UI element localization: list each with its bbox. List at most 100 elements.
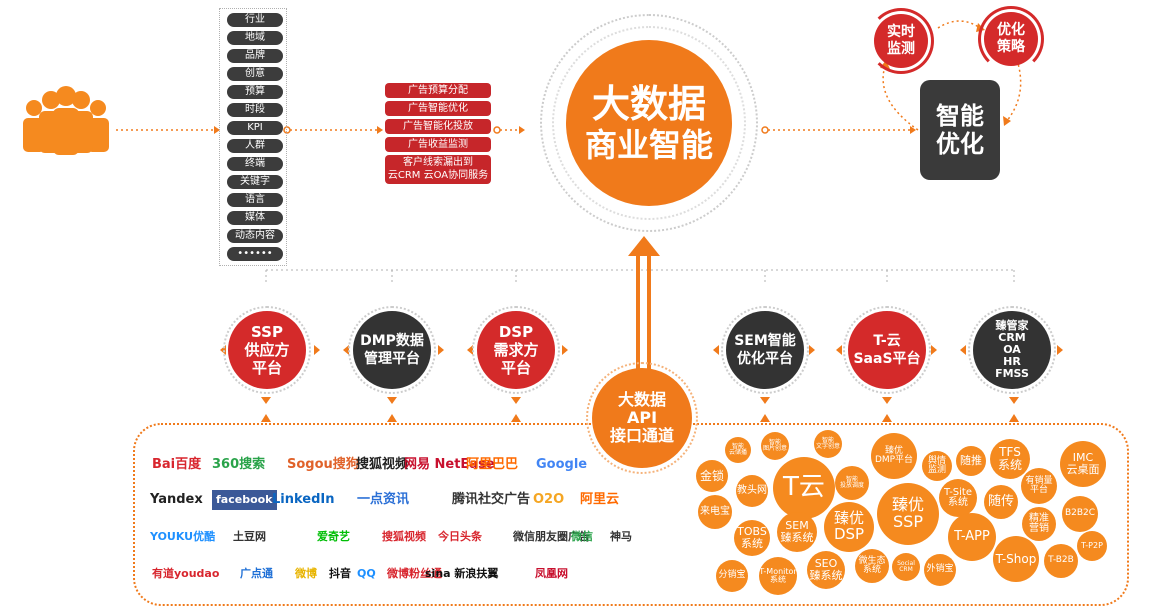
product-bubble: T-B2B (1044, 544, 1078, 578)
dimension-item: 语言 (227, 193, 283, 207)
partner-logo: 有道youdao (152, 567, 220, 580)
product-bubble: T-Site 系统 (939, 479, 977, 517)
product-bubble: 臻优 DMP平台 (871, 433, 917, 479)
arrow-up-icon (760, 414, 770, 422)
optimize-ring (978, 6, 1044, 72)
partner-logo: 搜狐视频 (356, 457, 409, 472)
partner-logo: 凤凰网 (535, 567, 568, 580)
arrow-up-icon (511, 414, 521, 422)
platform-ring (721, 306, 809, 394)
partner-logo: QQ (357, 567, 376, 580)
smart-optimize-box: 智能 优化 (920, 80, 1000, 180)
platform-ring (223, 306, 311, 394)
product-bubble: 臻优 SSP (877, 483, 939, 545)
dimension-item: 地域 (227, 31, 283, 45)
platform-ring (843, 306, 931, 394)
partner-logo: Sogou搜狗 (287, 457, 359, 472)
product-bubble: 随推 (956, 446, 986, 476)
center-ring-inner (552, 26, 746, 220)
product-bubble: 分销宝 (716, 560, 748, 592)
strategy-item: 广告收益监测 (385, 137, 491, 152)
partner-logo: 爱奇艺 (317, 530, 350, 543)
partner-logo: 神马 (610, 530, 632, 543)
center-title: 大数据 (591, 82, 706, 126)
platform-sem: SEM智能 优化平台 (726, 311, 804, 389)
strategy-item: 广告智能优化 (385, 101, 491, 116)
product-bubble: 外销宝 (924, 554, 956, 586)
dimension-item: KPI (227, 121, 283, 135)
partner-logo: YOUKU优酷 (150, 530, 216, 543)
product-bubble: 智能 投放调度 (835, 466, 869, 500)
partner-logo: 腾讯社交广告 (452, 492, 531, 507)
platform-dsp: DSP 需求方 平台 (477, 311, 555, 389)
platform-ssp: SSP 供应方 平台 (228, 311, 306, 389)
dimension-list (219, 8, 287, 266)
platform-ring (472, 306, 560, 394)
dimension-item: 动态内容 (227, 229, 283, 243)
arrow-up-icon (1009, 414, 1019, 422)
partner-logo: 微博 (295, 567, 317, 580)
dimension-item: •••••• (227, 247, 283, 261)
dimension-item: 时段 (227, 103, 283, 117)
product-bubble: T-Shop (993, 536, 1039, 582)
dimension-item: 创意 (227, 67, 283, 81)
dimension-item: 关键字 (227, 175, 283, 189)
product-bubble: 臻优 DSP (824, 502, 874, 552)
partner-logo: 一点资讯 (357, 492, 410, 507)
product-bubble: B2B2C (1062, 496, 1098, 532)
realtime-circle: 实时 监测 (874, 14, 928, 68)
partner-logo: 360搜索 (212, 457, 266, 472)
product-bubble: 金锁 (696, 460, 728, 492)
product-bubble: TOBS 系统 (734, 520, 770, 556)
partner-logo: LinkedIn (272, 492, 335, 507)
product-bubble: 来电宝 (698, 495, 732, 529)
arrow-up-icon (261, 414, 271, 422)
product-bubble: Social CRM (892, 553, 920, 581)
product-bubble: 教头网 (736, 475, 768, 507)
product-bubble: 智能 云储播 (725, 437, 751, 463)
dimension-item: 品牌 (227, 49, 283, 63)
product-bubble: 有销量 平台 (1021, 468, 1057, 504)
platform-dmp: DMP数据 管理平台 (353, 311, 431, 389)
partner-logo: 土豆网 (233, 530, 266, 543)
partner-logo: Yandex (150, 492, 203, 507)
platform-crm: 臻管家 CRM OA HR FMSS (973, 311, 1051, 389)
api-ring (586, 362, 698, 474)
product-bubble: 精准 营销 (1022, 507, 1056, 541)
center-ring-outer (540, 14, 758, 232)
strategy-item: 广告智能化投放 (385, 119, 491, 134)
partner-logo: 广点通 (240, 567, 273, 580)
realtime-ring (868, 8, 934, 74)
platform-ring (968, 306, 1056, 394)
product-bubble: SEO 臻系统 (807, 551, 845, 589)
product-bubble: T-APP (948, 513, 996, 561)
strategy-item: 客户线索漏出到 云CRM 云OA协同服务 (385, 155, 491, 184)
partner-logo: 抖音 (329, 567, 351, 580)
product-bubble: 智能 图片创意 (761, 432, 789, 460)
partner-logo: Google (536, 457, 588, 472)
arrow-up-icon (387, 414, 397, 422)
strategy-item: 广告预算分配 (385, 83, 491, 98)
partner-logo: 今日头条 (438, 530, 482, 543)
center-subtitle: 商业智能 (584, 126, 713, 164)
partner-logo: facebook (212, 490, 277, 510)
product-bubble: T-Monitor 系统 (759, 557, 797, 595)
product-bubble: 智能 文字创意 (814, 430, 842, 458)
partner-logo: 微博粉丝通 (387, 567, 442, 580)
partner-logo: Bai百度 (152, 457, 202, 472)
dimension-item: 终端 (227, 157, 283, 171)
platform-ring (348, 306, 436, 394)
partner-logo: 阿里云 (580, 492, 620, 507)
product-bubble: 随传 (984, 485, 1018, 519)
center-circle: 大数据 商业智能 (566, 40, 732, 206)
platform-tcloud: T-云 SaaS平台 (848, 311, 926, 389)
partner-logo: 微信 (571, 530, 593, 543)
dimension-item: 人群 (227, 139, 283, 153)
api-circle: 大数据 API 接口通道 (592, 368, 692, 468)
partner-logo: sina 新浪扶翼 (425, 567, 499, 580)
optimize-circle: 优化 策略 (984, 12, 1038, 66)
partner-logo: 微信朋友圈广告 (513, 530, 590, 543)
product-bubble: 微生态 系统 (855, 549, 889, 583)
partner-logo: 搜狐视频 (382, 530, 426, 543)
dimension-item: 预算 (227, 85, 283, 99)
